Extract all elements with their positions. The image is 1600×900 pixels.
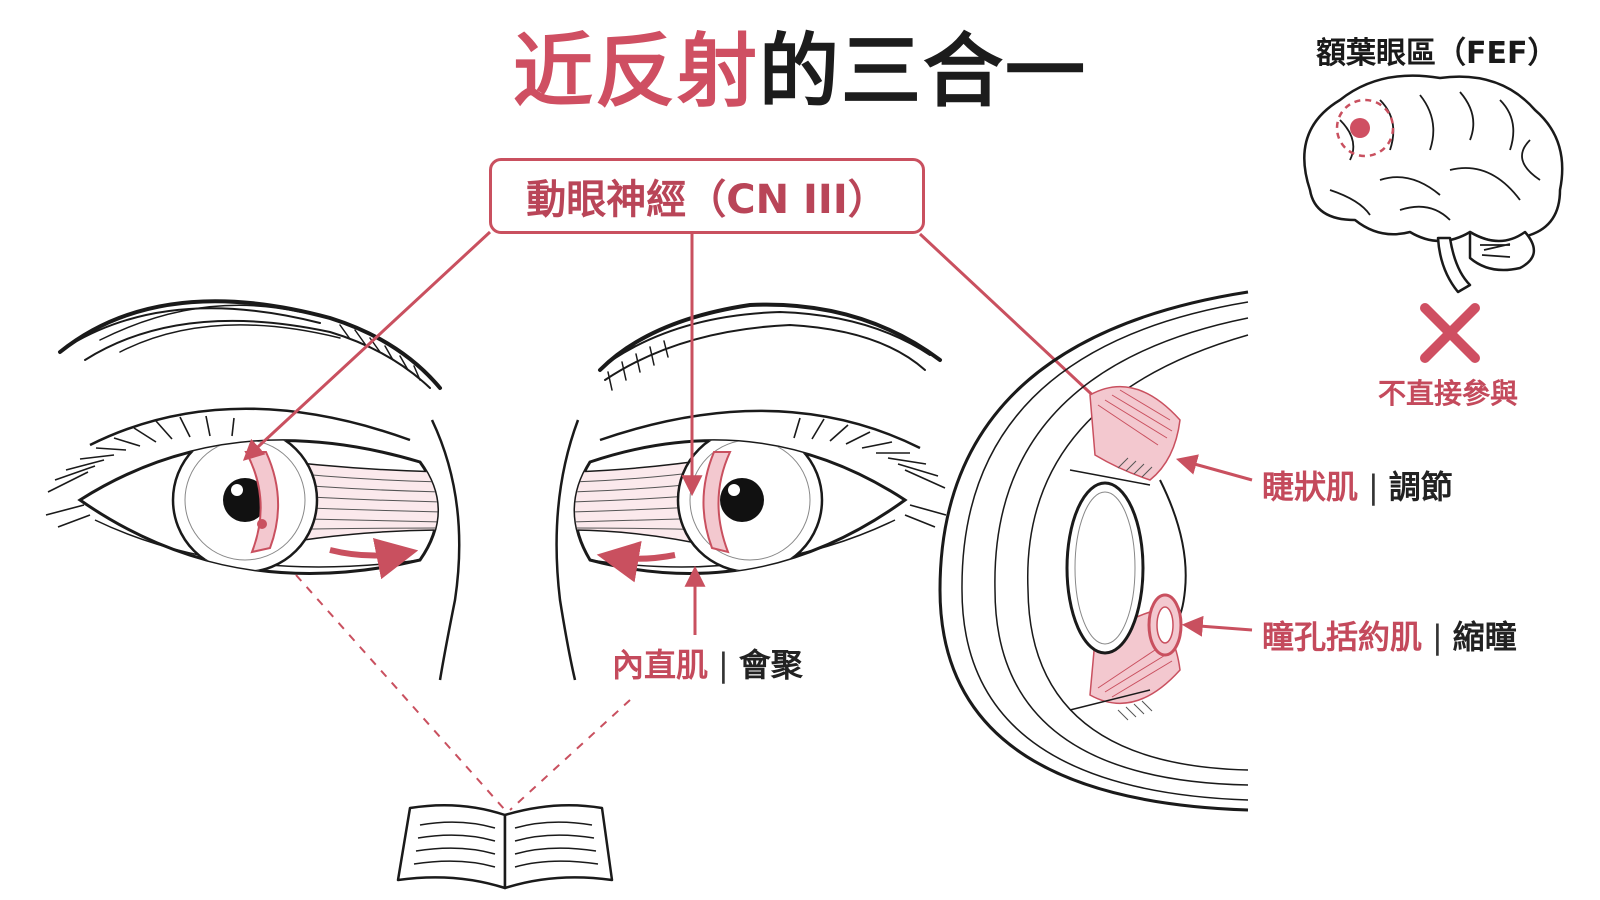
right-muscle-insertion bbox=[702, 451, 732, 554]
nose-outline bbox=[430, 419, 580, 681]
title-accent: 近反射 bbox=[513, 25, 759, 118]
sphincter-sep: | bbox=[1432, 618, 1443, 656]
ciliary-name: 睫狀肌 bbox=[1262, 468, 1359, 506]
oculomotor-nerve-label: 動眼神經（CN III） bbox=[526, 177, 888, 223]
page-title: 近反射的三合一 bbox=[0, 22, 1600, 122]
right-pupil bbox=[720, 478, 764, 522]
medial-rectus-name: 內直肌 bbox=[612, 646, 709, 684]
fef-not-involved-label: 不直接參與 bbox=[1378, 377, 1519, 410]
right-eye bbox=[573, 302, 947, 583]
medial-rectus-sep: | bbox=[718, 646, 729, 684]
right-eyebrow bbox=[598, 302, 942, 391]
ciliary-label: 睫狀肌|調節 bbox=[1262, 462, 1453, 508]
left-movement-arrow bbox=[329, 537, 419, 580]
book-icon bbox=[396, 804, 614, 890]
right-lashes bbox=[793, 417, 947, 528]
sphincter-pointer bbox=[1181, 615, 1253, 637]
title-rest: 的三合一 bbox=[759, 25, 1087, 118]
fef-target-ring bbox=[1335, 98, 1395, 158]
ciliary-sep: | bbox=[1368, 468, 1379, 506]
eye-cross-section bbox=[938, 290, 1249, 812]
brain-icon bbox=[1303, 74, 1564, 294]
left-muscle-insertion bbox=[244, 451, 280, 554]
lens bbox=[1065, 481, 1145, 655]
right-movement-arrow bbox=[596, 540, 676, 583]
cornea-outer bbox=[938, 290, 1249, 812]
sphincter-name: 瞳孔括約肌 bbox=[1262, 618, 1423, 656]
left-eyebrow bbox=[58, 299, 442, 390]
left-lid-crease bbox=[89, 407, 411, 447]
fef-label: 額葉眼區（FEF） bbox=[1316, 36, 1558, 71]
medial-rectus-function: 會聚 bbox=[738, 646, 803, 684]
ciliary-function: 調節 bbox=[1388, 468, 1453, 506]
ciliary-muscle-top bbox=[1089, 385, 1181, 481]
fef-dot bbox=[1350, 118, 1370, 138]
left-eye bbox=[45, 299, 442, 580]
oculomotor-nerve-box: 動眼神經（CN III） bbox=[489, 158, 925, 234]
left-lashes bbox=[45, 415, 235, 528]
sphincter-label: 瞳孔括約肌|縮瞳 bbox=[1262, 612, 1517, 658]
gaze-lines bbox=[295, 574, 631, 811]
not-involved-x-icon bbox=[1420, 303, 1480, 363]
ciliary-pointer bbox=[1175, 454, 1253, 482]
sphincter-function: 縮瞳 bbox=[1452, 618, 1517, 656]
medial-rectus-label: 內直肌|會聚 bbox=[612, 640, 803, 686]
